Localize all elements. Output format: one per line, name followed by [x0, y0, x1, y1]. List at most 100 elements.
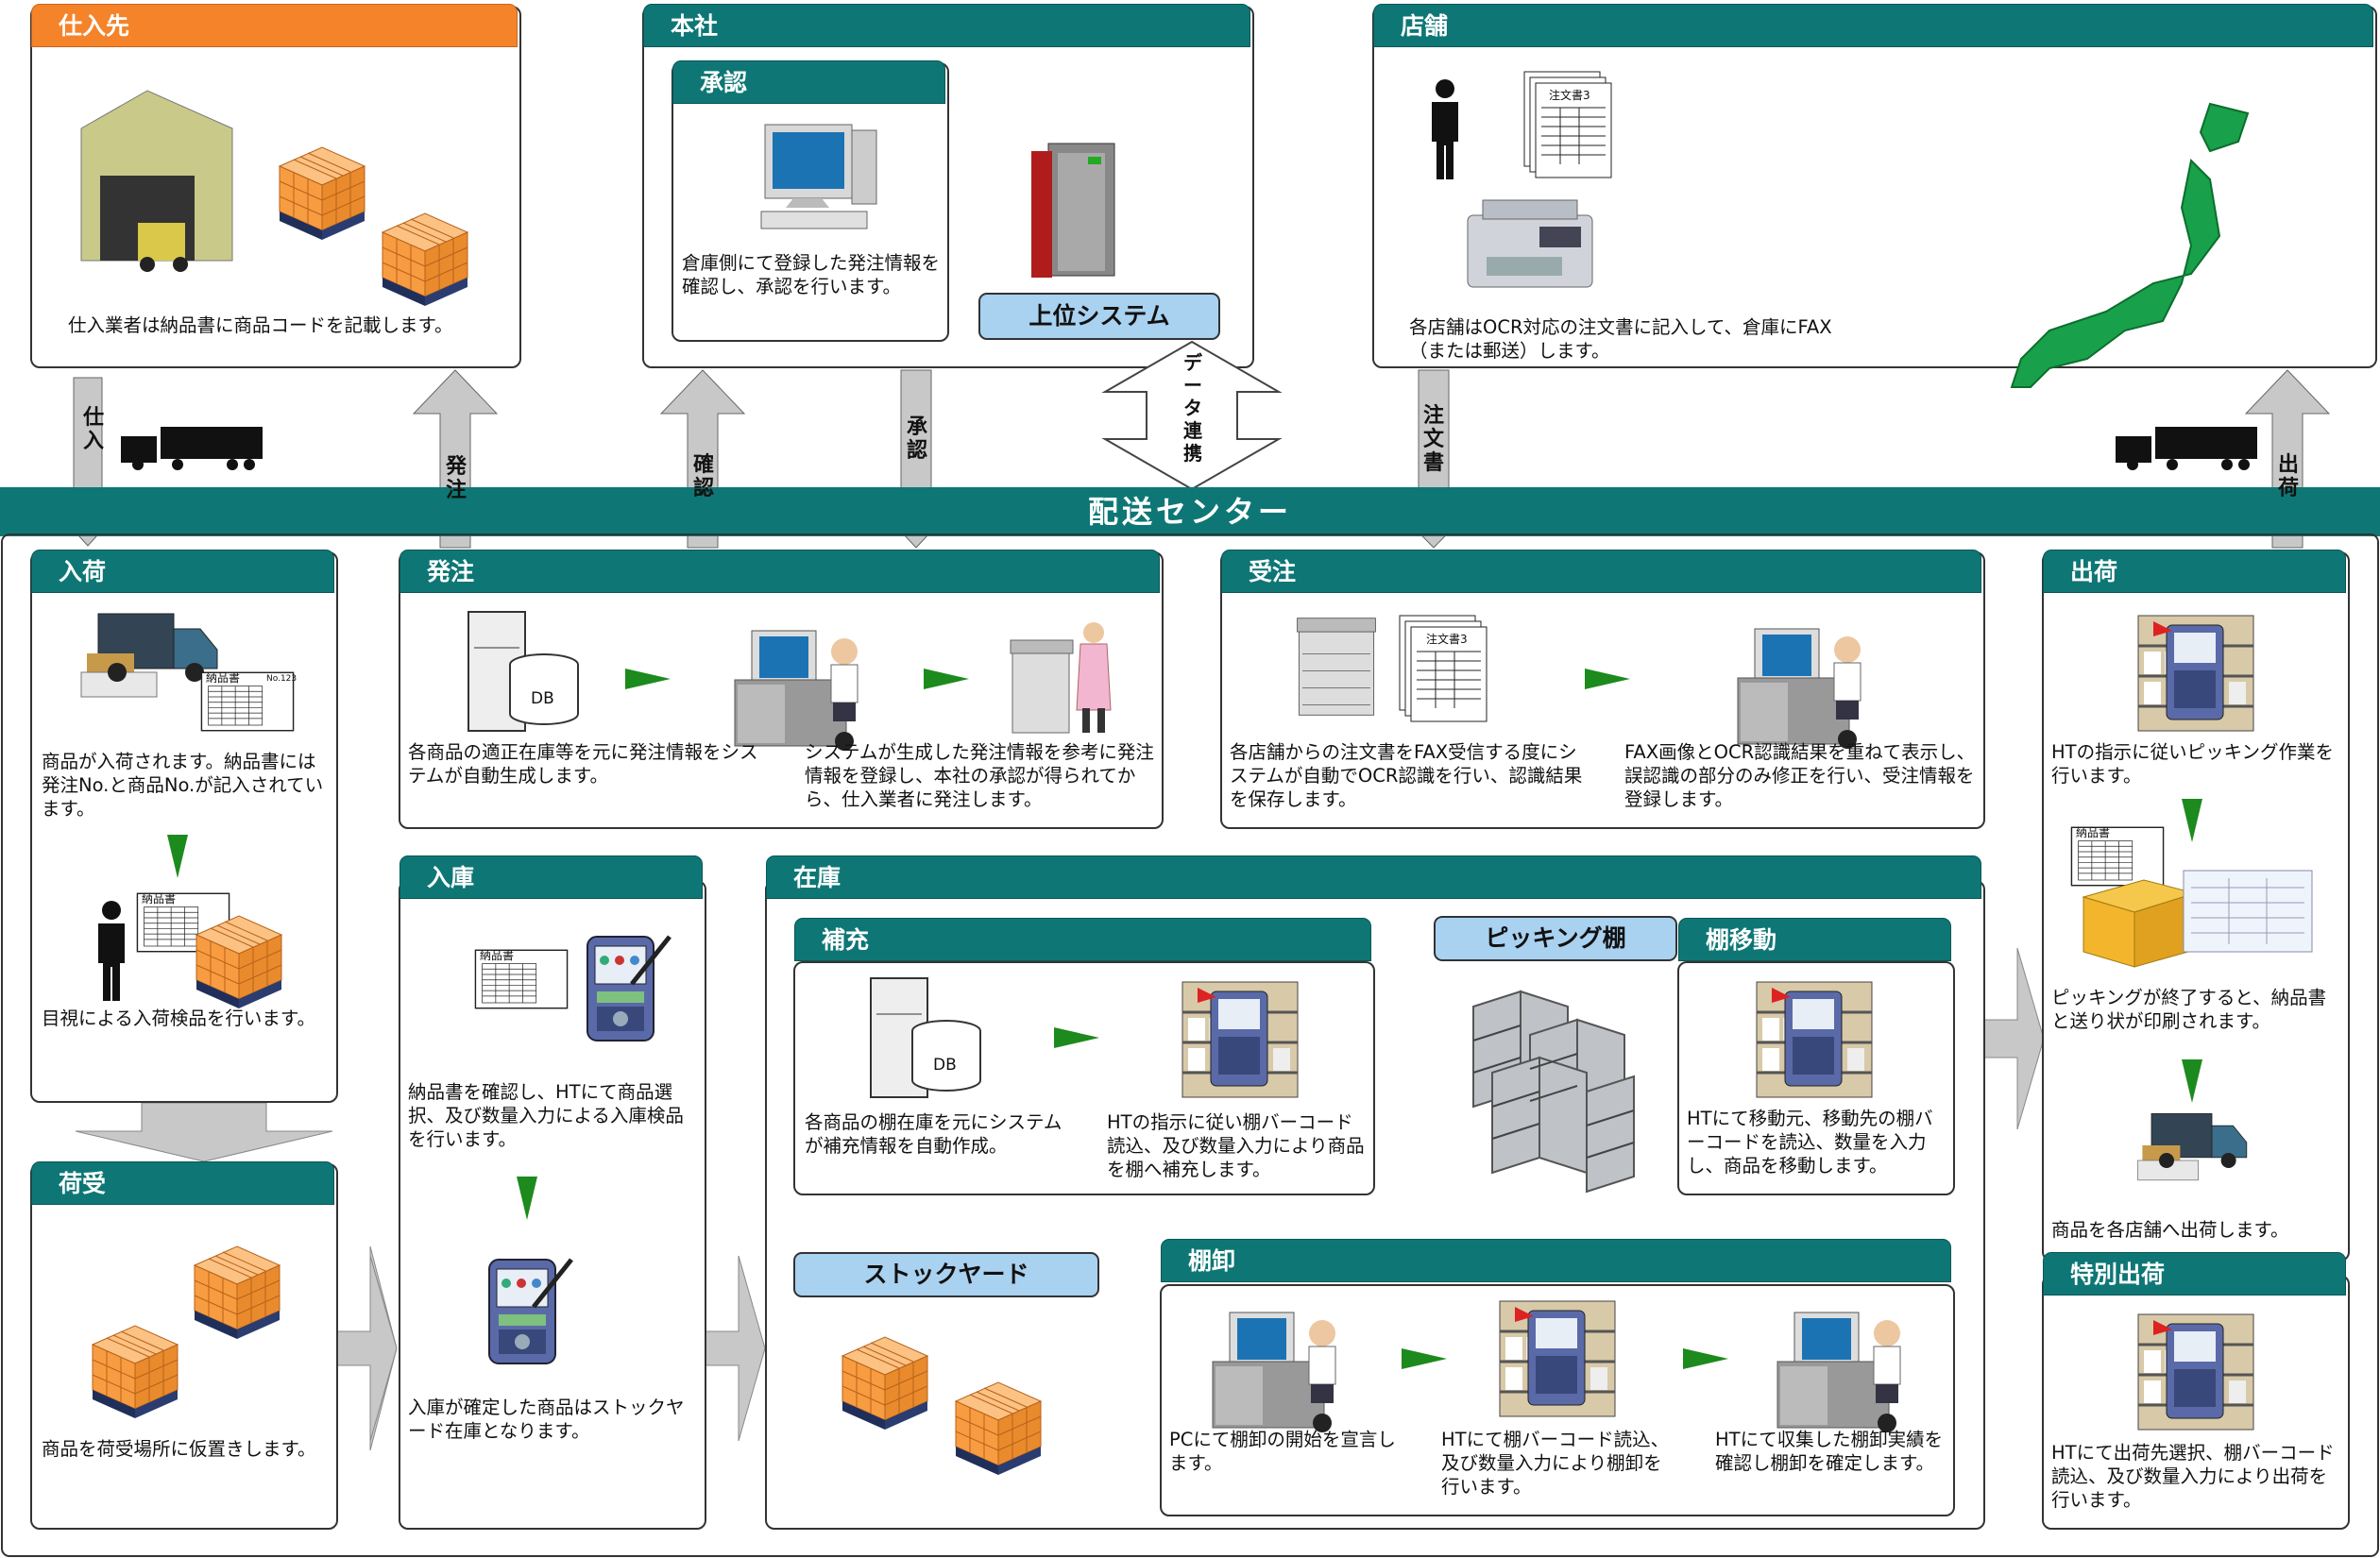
nyuka-header: 入荷: [31, 550, 334, 593]
flow-label-shukka: 出荷: [2277, 453, 2299, 500]
tokubetsu-header: 特別出荷: [2043, 1252, 2346, 1296]
flow-label-data-renkei: データ連携: [1183, 351, 1202, 465]
hoju-header: 補充: [794, 918, 1371, 961]
stockyard-label: ストックヤード: [793, 1252, 1099, 1297]
tanaoroshi-desc2: HTにて棚バーコード読込、及び数量入力により棚卸を行います。: [1441, 1429, 1670, 1498]
handheld-terminal-icon: [580, 927, 674, 1050]
box-icon: [2082, 879, 2197, 968]
japan-map-icon: [2010, 102, 2250, 388]
shukka-desc2: ピッキングが終了すると、納品書と送り状が印刷されます。: [2051, 987, 2327, 1032]
hacchu-header: 発注: [400, 550, 1160, 593]
store-desc: 各店舗はOCR対応の注文書に記入して、倉庫にFAX（または郵送）します。: [1409, 316, 1832, 362]
green-arrow-icon: [625, 669, 671, 689]
green-arrow-icon: [167, 835, 188, 878]
juchu-desc1: 各店舗からの注文書をFAX受信する度にシステムが自動でOCR認識を行い、認識結果…: [1230, 741, 1583, 810]
tana-ido-desc: HTにて移動元、移動先の棚バーコードを読込、数量を入力し、商品を移動します。: [1687, 1108, 1933, 1177]
nyuko-desc2: 入庫が確定した商品はストックヤード在庫となります。: [408, 1397, 685, 1442]
delivery-truck-icon: [2136, 1107, 2250, 1192]
nyuko-header: 入庫: [400, 855, 703, 899]
niuke-desc: 商品を荷受場所に仮置きします。: [42, 1438, 316, 1460]
database-icon: [869, 976, 992, 1099]
store-doc-label: 注文書3: [1549, 89, 1590, 102]
truck-icon: [2116, 425, 2257, 472]
box-icon: [187, 908, 291, 1012]
flow-label-hacchu: 発注: [445, 455, 467, 502]
center-title: 配送センター: [1087, 494, 1292, 530]
store-header: 店舗: [1373, 4, 2373, 47]
shipping-label-icon: [2183, 870, 2313, 953]
nyuka-doc-label-2: 納品書: [142, 892, 177, 906]
tana-ido-header: 棚移動: [1678, 918, 1951, 961]
supplier-header: 仕入先: [31, 4, 518, 47]
approve-desc: 倉庫側にて登録した発注情報を確認し、承認を行います。: [682, 252, 941, 297]
box-icon: [833, 1329, 937, 1433]
database-icon: [467, 610, 589, 733]
niuke-panel: [30, 1163, 338, 1530]
operator-pc-icon: [733, 614, 875, 755]
shukka-doc-label: 納品書: [2076, 826, 2111, 839]
zaiko-header: 在庫: [766, 855, 1981, 899]
hoju-desc2: HTの指示に従い棚バーコード読込、及び数量入力により商品を棚へ補充します。: [1107, 1111, 1365, 1180]
shukka-desc1: HTの指示に従いピッキング作業を行います。: [2051, 741, 2334, 787]
juchu-header: 受注: [1221, 550, 1981, 593]
nyuko-doc-label: 納品書: [480, 949, 515, 962]
ht-shelf-icon: [1496, 1297, 1619, 1420]
box-icon: [946, 1375, 1050, 1479]
green-arrow-icon: [517, 1177, 537, 1220]
order-form-icon: [1399, 615, 1488, 722]
green-arrow-icon: [924, 669, 969, 689]
hacchu-desc2: システムが生成した発注情報を参考に発注情報を登録し、本社の承認が得られてから、仕…: [805, 741, 1154, 810]
hq-header: 本社: [643, 4, 1250, 47]
flow-label-shiire: 仕入: [82, 406, 104, 453]
green-arrow-icon: [1402, 1348, 1447, 1369]
nyuko-desc1: 納品書を確認し、HTにて商品選択、及び数量入力による入庫検品を行います。: [408, 1081, 684, 1150]
ht-shelf-icon: [1753, 978, 1876, 1101]
fax-machine-icon: [1467, 199, 1593, 288]
truck-icon: [121, 425, 263, 472]
approve-header: 承認: [672, 60, 945, 104]
operator-pc-icon: [1211, 1296, 1352, 1437]
tanaoroshi-header: 棚卸: [1161, 1239, 1951, 1282]
person-icon: [93, 899, 130, 1003]
upper-system-label: 上位システム: [978, 293, 1220, 340]
niuke-header: 荷受: [31, 1161, 334, 1205]
ht-shelf-icon: [2134, 1311, 2257, 1433]
tanaoroshi-desc1: PCにて棚卸の開始を宣言します。: [1169, 1429, 1396, 1474]
box-icon: [83, 1318, 187, 1422]
green-arrow-icon: [1054, 1027, 1099, 1048]
hoju-db-label: DB: [933, 1056, 957, 1075]
copier-operator-icon: [1010, 622, 1112, 734]
rack-icon: [1472, 990, 1635, 1194]
operator-pc-icon: [1736, 612, 1878, 754]
shukka-header: 出荷: [2043, 550, 2346, 593]
juchu-desc2: FAX画像とOCR認識結果を重ねて表示し、誤認識の部分のみ修正を行い、受注情報を…: [1624, 741, 1976, 810]
handheld-terminal-icon: [482, 1250, 576, 1373]
warehouse-icon: [80, 90, 233, 272]
order-form-icon: [1523, 71, 1612, 178]
ht-shelf-icon: [2134, 612, 2257, 735]
box-icon: [185, 1239, 289, 1343]
green-arrow-icon: [2182, 1059, 2202, 1103]
ht-shelf-icon: [1179, 978, 1301, 1101]
nyuka-desc2: 目視による入荷検品を行います。: [42, 1008, 315, 1029]
nyuka-doc-label: 納品書: [206, 671, 241, 685]
supplier-desc: 仕入業者は納品書に商品コードを記載します。: [68, 314, 453, 336]
hoju-desc1: 各商品の棚在庫を元にシステムが補充情報を自動作成。: [805, 1111, 1062, 1157]
nyuka-desc1: 商品が入荷されます。納品書には発注No.と商品No.が記入されています。: [42, 751, 324, 820]
copier-icon: [1294, 608, 1379, 725]
tanaoroshi-desc3: HTにて収集した棚卸実績を確認し棚卸を確定します。: [1715, 1429, 1944, 1474]
nyuka-doc-no: No.123: [266, 674, 298, 684]
operator-pc-icon: [1776, 1296, 1917, 1437]
tokubetsu-desc: HTにて出荷先選択、棚バーコード読込、及び数量入力により出荷を行います。: [2051, 1442, 2335, 1511]
flow-label-kakunin: 確認: [692, 453, 714, 500]
shukka-desc3: 商品を各店舗へ出荷します。: [2051, 1219, 2289, 1241]
approve-panel: [672, 62, 949, 342]
hacchu-db-label: DB: [531, 689, 554, 708]
flow-label-shonin: 承認: [906, 415, 927, 463]
hacchu-desc1: 各商品の適正在庫等を元に発注情報をシステムが自動生成します。: [408, 741, 758, 787]
picking-shelf-label: ピッキング棚: [1434, 916, 1677, 961]
green-arrow-icon: [2182, 799, 2202, 842]
flow-label-chumonsho: 注文書: [1422, 404, 1444, 475]
green-arrow-icon: [1585, 669, 1630, 689]
juchu-doc-label: 注文書3: [1426, 633, 1468, 646]
